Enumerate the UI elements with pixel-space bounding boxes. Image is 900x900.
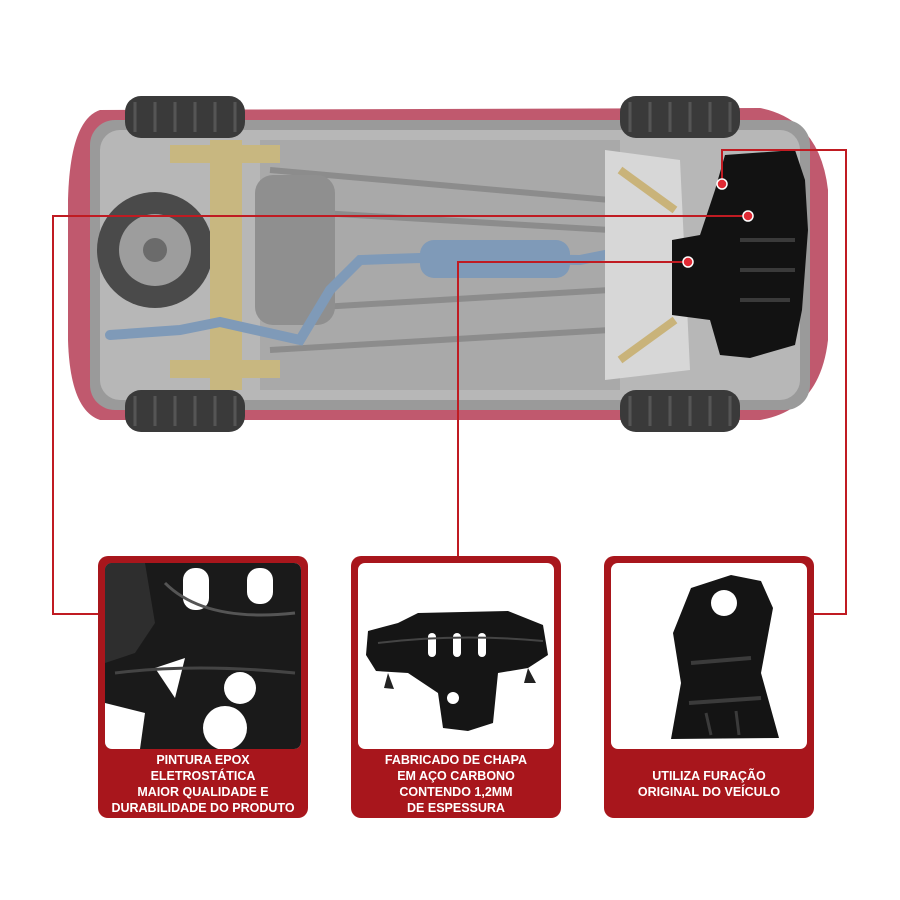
caption-line: MAIOR QUALIDADE E	[137, 784, 269, 799]
feature-card-carbon-steel: FABRICADO DE CHAPA EM AÇO CARBONO CONTEN…	[351, 556, 561, 818]
feature-card-original-holes: UTILIZA FURAÇÃO ORIGINAL DO VEÍCULO	[604, 556, 814, 818]
caption-line: ELETROSTÁTICA	[150, 768, 256, 783]
caption-line: PINTURA EPOX	[156, 752, 250, 767]
caption-line: DE ESPESSURA	[407, 800, 505, 815]
mounting-bracket-photo	[611, 563, 807, 749]
feature-caption: PINTURA EPOX ELETROSTÁTICA MAIOR QUALIDA…	[98, 749, 308, 818]
feature-card-epoxy-paint: PINTURA EPOX ELETROSTÁTICA MAIOR QUALIDA…	[98, 556, 308, 818]
caption-line: ORIGINAL DO VEÍCULO	[637, 784, 781, 799]
caption-line: EM AÇO CARBONO	[397, 768, 515, 783]
feature-caption: UTILIZA FURAÇÃO ORIGINAL DO VEÍCULO	[604, 749, 814, 818]
shield-full-photo	[358, 563, 554, 749]
caption-line: CONTENDO 1,2MM	[399, 784, 513, 799]
caption-line: UTILIZA FURAÇÃO	[652, 768, 766, 783]
caption-line: FABRICADO DE CHAPA	[384, 752, 528, 767]
caption-line: DURABILIDADE DO PRODUTO	[111, 800, 295, 815]
shield-closeup-photo	[105, 563, 301, 749]
feature-caption: FABRICADO DE CHAPA EM AÇO CARBONO CONTEN…	[351, 749, 561, 818]
car-underside-illustration	[68, 96, 828, 432]
